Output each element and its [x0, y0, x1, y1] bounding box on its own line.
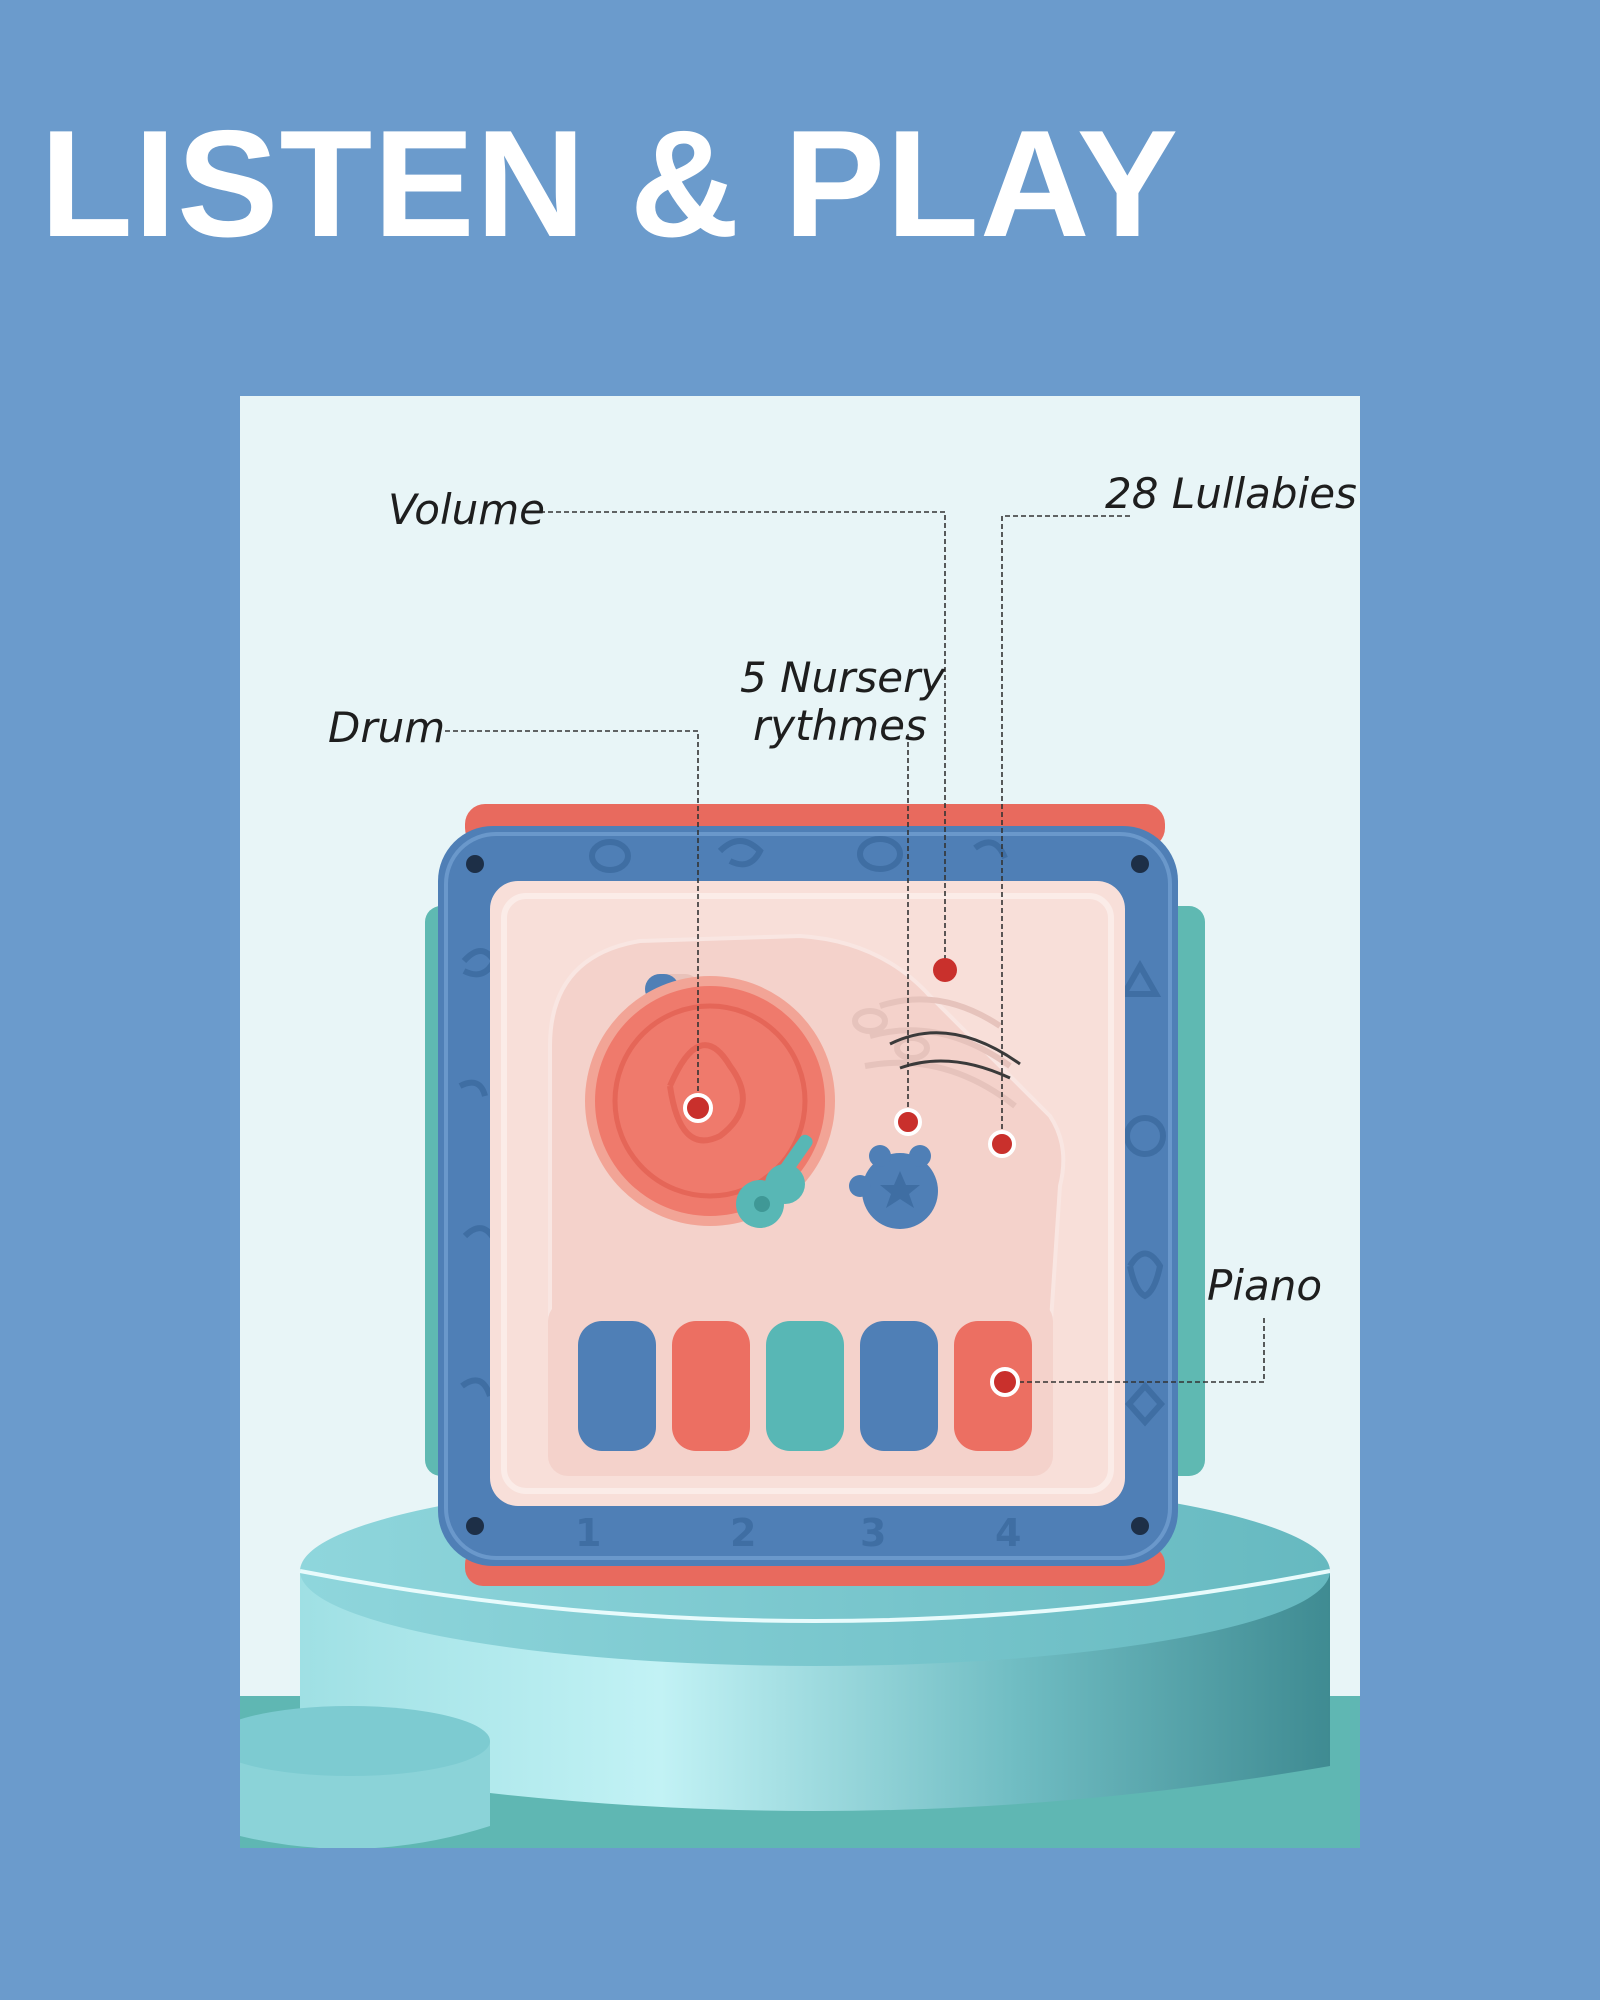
callout-lines	[445, 511, 1265, 1383]
headline: LISTEN & PLAY	[40, 99, 1180, 269]
embossed-number: 4	[995, 1511, 1021, 1555]
piano-key-2[interactable]	[672, 1321, 750, 1451]
nursery-marker	[894, 1108, 922, 1136]
screw-icon	[1131, 1517, 1149, 1535]
small-pedestal	[240, 1706, 490, 1848]
product-photo: 1 2 3 4	[240, 396, 1360, 1848]
embossed-number: 2	[730, 1511, 756, 1555]
volume-marker	[933, 958, 957, 982]
embossed-number: 1	[575, 1511, 601, 1555]
screw-icon	[466, 855, 484, 873]
drum-label: Drum	[328, 703, 446, 752]
callout-markers	[683, 958, 1020, 1397]
embossed-number: 3	[860, 1511, 886, 1555]
nursery-label-line1: 5 Nursery	[740, 653, 946, 702]
toy-illustration: 1 2 3 4	[240, 511, 1360, 1848]
piano-label: Piano	[1207, 1261, 1323, 1310]
volume-label: Volume	[388, 485, 546, 534]
nursery-label-line2: rythmes	[753, 701, 927, 750]
lullabies-marker	[988, 1130, 1016, 1158]
screw-icon	[466, 1517, 484, 1535]
lullaby-button[interactable]	[849, 1145, 938, 1229]
piano-marker	[990, 1367, 1020, 1397]
guitar-button[interactable]	[736, 1132, 815, 1228]
lullabies-label: 28 Lullabies	[1105, 469, 1357, 518]
piano-key-4[interactable]	[860, 1321, 938, 1451]
screw-icon	[1131, 855, 1149, 873]
drum-marker	[683, 1093, 713, 1123]
music-staff-icon	[889, 1031, 1021, 1080]
piano-key-3[interactable]	[766, 1321, 844, 1451]
piano-key-1[interactable]	[578, 1321, 656, 1451]
